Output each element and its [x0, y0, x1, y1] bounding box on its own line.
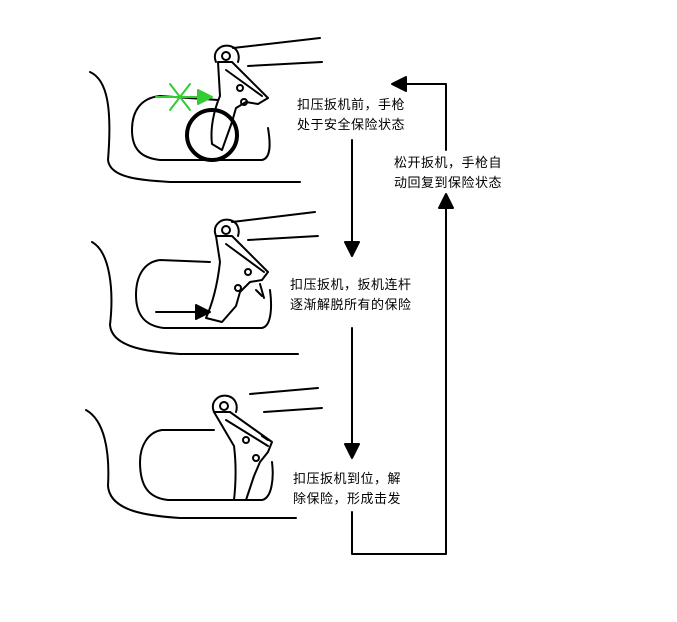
pistol-illustration-step-2: [91, 211, 319, 355]
pull-force-arrow: [155, 304, 211, 320]
step-2-line-1: 扣压扳机，扳机连杆: [290, 278, 412, 293]
blocked-force-marker: [155, 83, 213, 111]
flow-arrow-step2-to-step3: [344, 327, 360, 459]
return-line-1: 松开扳机，手枪自: [394, 156, 503, 171]
pistol-illustration-step-3: [85, 387, 323, 519]
step-3-line-1: 扣压扳机到位，解: [293, 472, 402, 487]
step-1-line-1: 扣压扳机前，手枪: [297, 98, 406, 113]
safety-lock-circle: [185, 108, 239, 162]
return-loop-arrow: [351, 76, 454, 555]
step-1-caption: 扣压扳机前，手枪 处于安全保险状态: [297, 96, 405, 136]
step-3-line-2: 除保险，形成击发: [293, 492, 402, 507]
pistol-illustration-step-1: [89, 37, 323, 183]
return-caption: 松开扳机，手枪自 动回复到保险状态: [394, 154, 502, 194]
step-2-line-2: 逐渐解脱所有的保险: [290, 298, 412, 313]
step-2-caption: 扣压扳机，扳机连杆 逐渐解脱所有的保险: [290, 276, 412, 316]
flow-arrow-step1-to-step2: [344, 139, 360, 257]
step-3-caption: 扣压扳机到位，解 除保险，形成击发: [293, 470, 401, 510]
step-1-line-2: 处于安全保险状态: [297, 118, 406, 133]
return-line-2: 动回复到保险状态: [394, 176, 503, 191]
